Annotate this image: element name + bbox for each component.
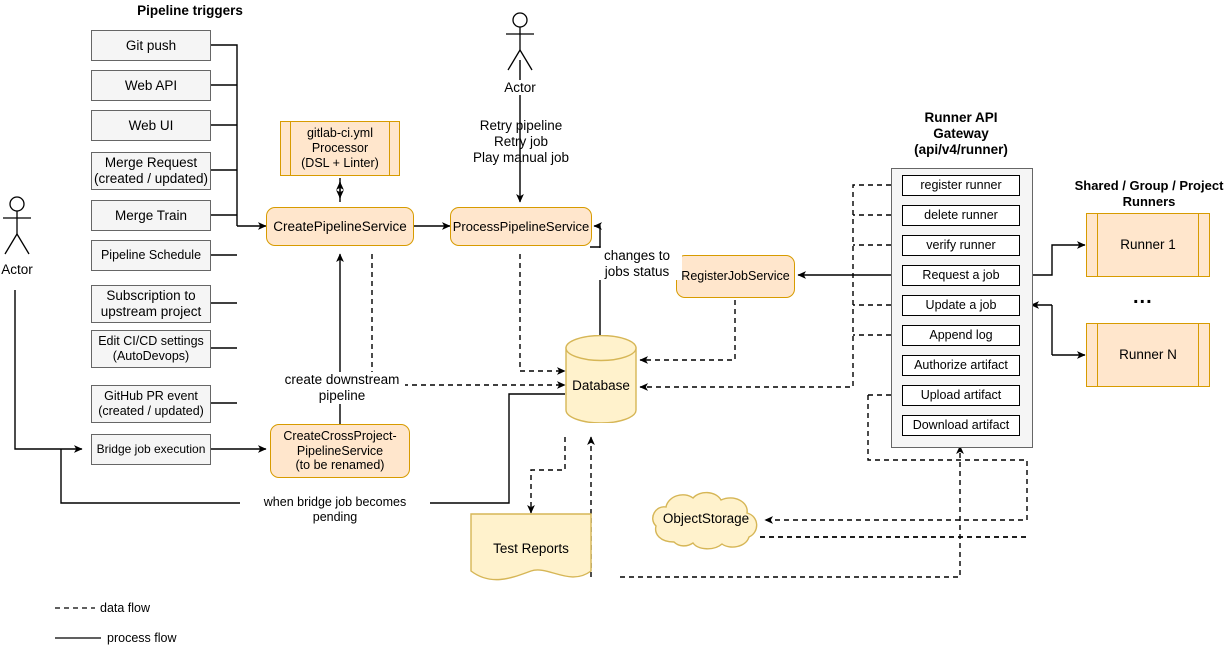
actor-left-label: Actor xyxy=(0,262,34,277)
create-downstream-pipeline-label: create downstream pipeline xyxy=(279,372,405,405)
process-right-bar xyxy=(389,122,390,175)
api-item-label: Authorize artifact xyxy=(914,358,1008,373)
trigger-label: Web UI xyxy=(128,117,174,133)
api-item-label: Download artifact xyxy=(912,418,1010,433)
trigger-git-push[interactable]: Git push xyxy=(91,30,211,61)
runner-n-label: Runner N xyxy=(1119,347,1177,363)
trigger-pipeline-schedule[interactable]: Pipeline Schedule xyxy=(91,240,211,271)
database-icon xyxy=(565,334,637,424)
object-storage-node[interactable]: ObjectStorage xyxy=(650,490,762,552)
actor-top-label: Actor xyxy=(503,80,537,95)
api-item-label: Update a job xyxy=(925,298,997,313)
runner-api-title-line3: (api/v4/runner) xyxy=(914,142,1008,158)
trigger-bridge-job-execution[interactable]: Bridge job execution xyxy=(91,434,211,465)
trigger-edit-cicd-settings[interactable]: Edit CI/CD settings (AutoDevops) xyxy=(91,330,211,368)
register-job-service-label: RegisterJobService xyxy=(681,269,790,284)
trigger-merge-request[interactable]: Merge Request (created / updated) xyxy=(91,152,211,190)
legend-label-process-flow: process flow xyxy=(107,631,177,645)
api-append-log[interactable]: Append log xyxy=(902,325,1020,346)
changes-to-jobs-status-label: changes to jobs status xyxy=(592,248,682,281)
api-item-label: Request a job xyxy=(922,268,1000,283)
legend-label-data-flow: data flow xyxy=(100,601,151,615)
trigger-label: Git push xyxy=(125,37,177,53)
runners-title-line2: Runners xyxy=(1122,193,1176,209)
trigger-merge-train[interactable]: Merge Train xyxy=(91,200,211,231)
register-job-service[interactable]: RegisterJobService xyxy=(676,255,795,298)
api-request-a-job[interactable]: Request a job xyxy=(902,265,1020,286)
runner-api-title-line2: Gateway xyxy=(933,126,989,142)
actor-icon xyxy=(506,12,534,71)
api-item-label: delete runner xyxy=(924,208,998,223)
actor-left xyxy=(0,196,34,258)
runners-ellipsis: ... xyxy=(1133,286,1153,308)
trigger-label: Subscription to upstream project xyxy=(100,288,202,319)
runners-title-line1: Shared / Group / Project xyxy=(1074,178,1224,193)
trigger-github-pr-event[interactable]: GitHub PR event (created / updated) xyxy=(91,385,211,423)
trigger-label: Edit CI/CD settings (AutoDevops) xyxy=(98,334,204,363)
api-item-label: register runner xyxy=(920,178,1002,193)
runner-api-gateway-title: Runner API Gateway (api/v4/runner) xyxy=(890,110,1032,159)
runners-title: Shared / Group / Project Runners xyxy=(1072,178,1226,209)
when-bridge-pending-label: when bridge job becomes pending xyxy=(240,495,430,525)
cross-project-service-label: CreateCrossProject- PipelineService (to … xyxy=(283,428,397,473)
pipeline-triggers-title: Pipeline triggers xyxy=(137,3,243,18)
trigger-label: Web API xyxy=(124,77,178,93)
legend-lines xyxy=(55,607,101,639)
trigger-web-ui[interactable]: Web UI xyxy=(91,110,211,141)
api-authorize-artifact[interactable]: Authorize artifact xyxy=(902,355,1020,376)
create-pipeline-service-label: CreatePipelineService xyxy=(273,218,407,234)
trigger-web-api[interactable]: Web API xyxy=(91,70,211,101)
api-item-label: Append log xyxy=(929,328,993,343)
actor-top xyxy=(503,12,537,74)
trigger-label: Pipeline Schedule xyxy=(100,248,202,263)
api-register-runner[interactable]: register runner xyxy=(902,175,1020,196)
process-left-bar xyxy=(1097,324,1098,386)
trigger-label: GitHub PR event (created / updated) xyxy=(98,389,204,418)
create-pipeline-service[interactable]: CreatePipelineService xyxy=(266,207,414,246)
runner-1-label: Runner 1 xyxy=(1120,237,1176,253)
api-verify-runner[interactable]: verify runner xyxy=(902,235,1020,256)
api-update-a-job[interactable]: Update a job xyxy=(902,295,1020,316)
database-node[interactable]: Database xyxy=(565,334,637,424)
api-download-artifact[interactable]: Download artifact xyxy=(902,415,1020,436)
api-item-label: verify runner xyxy=(926,238,996,253)
process-pipeline-service[interactable]: ProcessPipelineService xyxy=(450,207,592,246)
yml-processor-label: gitlab-ci.yml Processor (DSL + Linter) xyxy=(301,126,379,170)
process-left-bar xyxy=(1097,214,1098,276)
database-label: Database xyxy=(572,377,630,393)
api-delete-runner[interactable]: delete runner xyxy=(902,205,1020,226)
trigger-subscription-upstream[interactable]: Subscription to upstream project xyxy=(91,285,211,323)
document-icon xyxy=(470,513,592,581)
api-upload-artifact[interactable]: Upload artifact xyxy=(902,385,1020,406)
object-storage-label: ObjectStorage xyxy=(662,510,750,526)
test-reports-node[interactable]: Test Reports xyxy=(470,513,592,585)
gitlab-ci-yml-processor[interactable]: gitlab-ci.yml Processor (DSL + Linter) xyxy=(280,121,400,176)
cloud-icon xyxy=(652,491,758,550)
create-cross-project-pipeline-service[interactable]: CreateCrossProject- PipelineService (to … xyxy=(270,424,410,478)
process-right-bar xyxy=(1198,214,1199,276)
actor-icon xyxy=(3,196,31,255)
trigger-label: Bridge job execution xyxy=(96,442,206,457)
process-pipeline-service-label: ProcessPipelineService xyxy=(452,218,590,234)
api-item-label: Upload artifact xyxy=(920,388,1002,403)
runner-n[interactable]: Runner N xyxy=(1086,323,1210,387)
trigger-label: Merge Request (created / updated) xyxy=(93,155,209,186)
retry-label: Retry pipeline Retry job Play manual job xyxy=(472,118,570,166)
trigger-label: Merge Train xyxy=(114,207,188,223)
process-right-bar xyxy=(1198,324,1199,386)
test-reports-label: Test Reports xyxy=(493,541,569,556)
runner-1[interactable]: Runner 1 xyxy=(1086,213,1210,277)
runner-api-title-line1: Runner API xyxy=(924,110,998,125)
process-left-bar xyxy=(290,122,291,175)
